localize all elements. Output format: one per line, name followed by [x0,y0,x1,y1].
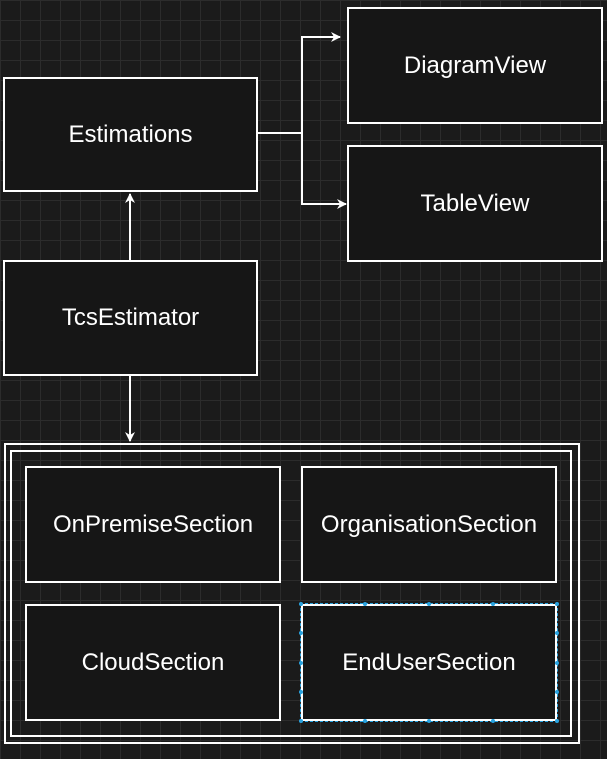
node-on-premise-section-label: OnPremiseSection [52,510,254,538]
node-estimations-label: Estimations [68,120,193,148]
node-tcs-estimator-label: TcsEstimator [61,304,200,331]
selection-handle[interactable] [299,689,303,694]
selection-handle[interactable] [427,602,431,606]
node-diagram-view[interactable]: DiagramView [347,7,603,124]
selection-handle[interactable] [363,719,367,723]
node-cloud-section[interactable]: CloudSection [25,604,281,721]
node-end-user-section-label: EndUserSection [342,648,516,676]
selection-handle[interactable] [555,602,559,606]
node-on-premise-section[interactable]: OnPremiseSection [25,466,281,583]
selection-handle[interactable] [555,631,559,636]
node-tcs-estimator[interactable]: TcsEstimator [3,260,258,376]
selection-handle[interactable] [299,660,303,665]
node-diagram-view-label: DiagramView [403,51,547,79]
node-cloud-section-label: CloudSection [81,648,225,676]
selection-handle[interactable] [363,602,367,606]
edge-estimations-tableview[interactable] [301,133,347,209]
selection-handle[interactable] [299,631,303,636]
selection-handle[interactable] [555,719,559,723]
selection-handle[interactable] [299,719,303,723]
selection-handle[interactable] [299,602,303,606]
node-table-view-label: TableView [420,189,530,217]
node-estimations[interactable]: Estimations [3,77,258,192]
node-organisation-section-label: OrganisationSection [320,510,538,538]
selection-handle[interactable] [491,719,495,723]
sections-container-outer-border[interactable] [4,443,580,744]
node-end-user-section[interactable]: EndUserSection [300,603,558,722]
node-organisation-section[interactable]: OrganisationSection [301,466,557,583]
sections-container-inner-border [10,450,572,737]
selection-handle[interactable] [491,602,495,606]
selection-handle[interactable] [555,689,559,694]
node-table-view[interactable]: TableView [347,145,603,262]
selection-handle[interactable] [555,660,559,665]
edge-estimations-diagramview[interactable] [258,32,341,134]
selection-handle[interactable] [427,719,431,723]
